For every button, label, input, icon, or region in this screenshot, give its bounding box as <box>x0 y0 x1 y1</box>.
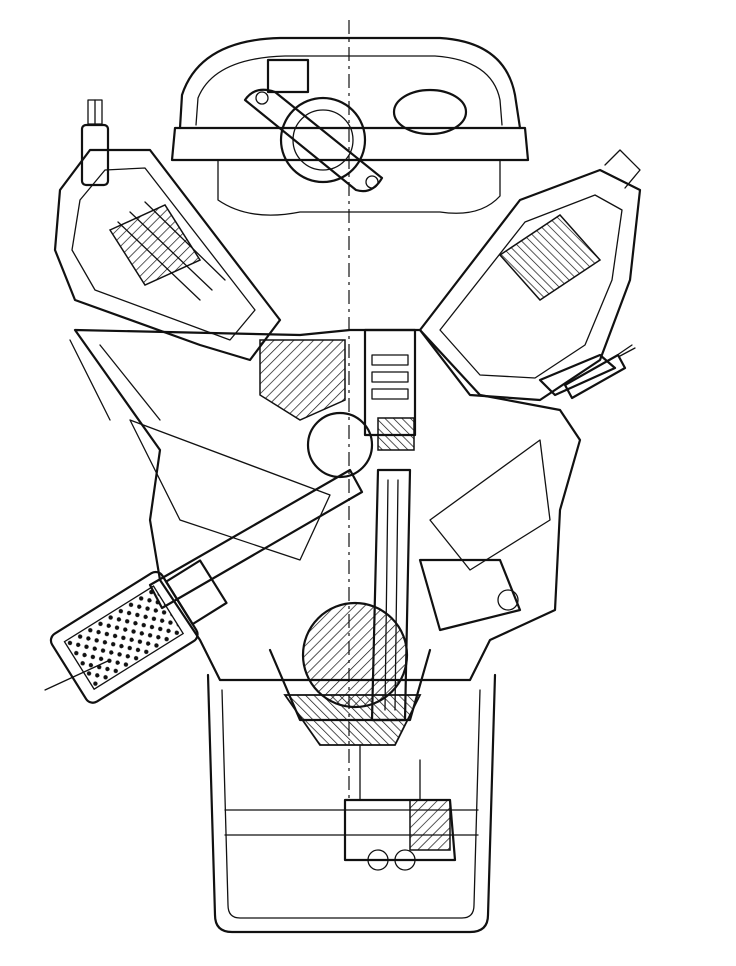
spark-plug <box>563 347 636 400</box>
left-cylinder-head <box>53 99 282 362</box>
oil-filter-leader-line <box>44 659 111 691</box>
oil-passage <box>148 468 364 610</box>
oil-filter <box>49 559 228 704</box>
oil-pump <box>343 744 457 871</box>
right-cylinder-head <box>418 149 642 402</box>
crankshaft <box>268 601 432 746</box>
intake-manifold <box>170 36 530 216</box>
